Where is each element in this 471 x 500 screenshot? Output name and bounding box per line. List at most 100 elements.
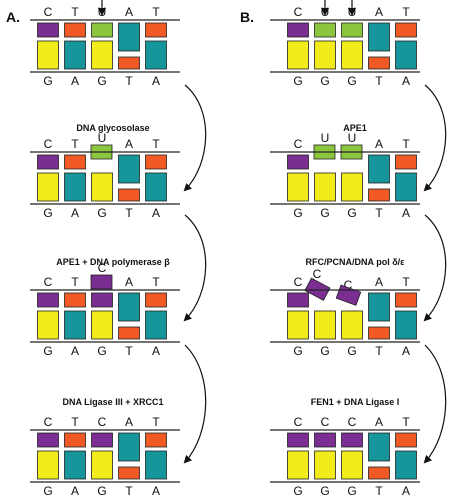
bottom-strand-base — [287, 450, 309, 480]
bottom-strand-base — [64, 40, 86, 70]
bottom-strand-base — [341, 310, 363, 340]
bottom-strand-letter: A — [152, 206, 160, 220]
removed-base-letter: U — [321, 131, 330, 145]
curved-arrow-icon — [183, 344, 207, 464]
top-strand-base — [287, 432, 309, 448]
top-strand-base — [287, 292, 309, 308]
bottom-strand-letter: G — [97, 206, 106, 220]
top-strand-letter: A — [375, 415, 383, 429]
top-strand-base — [91, 292, 113, 308]
bottom-strand-letter: G — [43, 206, 52, 220]
bottom-strand-letter: A — [71, 206, 79, 220]
top-strand-base — [118, 22, 140, 52]
bottom-strand-base — [145, 310, 167, 340]
step-label-b-2: RFC/PCNA/DNA pol δ/ε — [306, 257, 406, 267]
top-strand-base — [314, 22, 336, 38]
bottom-strand-base — [287, 310, 309, 340]
top-strand-letter: C — [44, 415, 53, 429]
bottom-strand-letter: G — [320, 344, 329, 358]
top-strand-base — [145, 22, 167, 38]
top-strand-letter: A — [375, 5, 383, 19]
bottom-strand-base — [341, 450, 363, 480]
bottom-strand-base — [91, 40, 113, 70]
top-strand-base — [287, 154, 309, 170]
top-strand-letter: T — [402, 137, 410, 151]
removed-base-letter: U — [98, 131, 107, 145]
bottom-strand-letter: G — [347, 74, 356, 88]
inserted-base-letter: C — [313, 267, 322, 281]
bottom-strand-letter: G — [43, 344, 52, 358]
inserted-base-letter: C — [344, 278, 353, 292]
top-strand-base — [64, 22, 86, 38]
top-strand-letter: T — [152, 415, 160, 429]
top-strand-letter: T — [402, 275, 410, 289]
step-label-a-3: DNA Ligase III + XRCC1 — [63, 397, 164, 407]
step-label-a-1: DNA glycosolase — [76, 123, 149, 133]
top-strand-letter: T — [402, 5, 410, 19]
bottom-strand-letter: G — [293, 74, 302, 88]
bottom-strand-base — [145, 450, 167, 480]
bottom-strand-base — [287, 40, 309, 70]
top-strand-base — [145, 292, 167, 308]
bottom-strand-base — [64, 172, 86, 202]
top-strand-base — [91, 22, 113, 38]
top-strand-letter: A — [375, 137, 383, 151]
top-strand-base — [118, 432, 140, 462]
top-strand-base — [368, 154, 390, 184]
panel-a-label: A. — [6, 9, 20, 25]
top-strand-letter: C — [44, 5, 53, 19]
bottom-strand-letter: T — [125, 206, 133, 220]
top-strand-base — [64, 432, 86, 448]
bottom-strand-base — [395, 310, 417, 340]
bottom-strand-letter: A — [402, 206, 410, 220]
step-label-a-2: APE1 + DNA polymerase β — [56, 257, 170, 267]
bottom-strand-base — [37, 450, 59, 480]
inserted-cytosine-block — [335, 284, 362, 306]
top-strand-letter: C — [294, 275, 303, 289]
bottom-strand-base — [64, 310, 86, 340]
top-strand-letter: C — [321, 415, 330, 429]
top-strand-base — [341, 432, 363, 448]
bottom-strand-base — [314, 40, 336, 70]
top-strand-letter: U — [348, 5, 357, 19]
bottom-strand-letter: A — [152, 344, 160, 358]
top-strand-base — [37, 22, 59, 38]
top-strand-base — [341, 22, 363, 38]
curved-arrow-icon — [423, 84, 447, 192]
bottom-strand-base — [145, 172, 167, 202]
inserted-cytosine-block — [304, 277, 331, 301]
top-strand-letter: T — [71, 415, 79, 429]
step-label-b-1: APE1 — [343, 123, 367, 133]
bottom-strand-base — [287, 172, 309, 202]
top-strand-base — [37, 432, 59, 448]
top-strand-letter: A — [125, 137, 133, 151]
bottom-strand-letter: G — [347, 206, 356, 220]
bottom-strand-letter: G — [97, 484, 106, 498]
top-strand-base — [145, 432, 167, 448]
top-strand-base — [368, 292, 390, 322]
bottom-strand-base — [395, 40, 417, 70]
top-strand-base — [395, 432, 417, 448]
bottom-strand-letter: G — [320, 484, 329, 498]
bottom-strand-base — [368, 326, 390, 340]
bottom-strand-letter: A — [71, 344, 79, 358]
bottom-strand-base — [314, 172, 336, 202]
bottom-strand-letter: G — [43, 74, 52, 88]
bottom-strand-letter: G — [347, 344, 356, 358]
bottom-strand-letter: G — [97, 344, 106, 358]
top-strand-letter: T — [71, 275, 79, 289]
top-strand-letter: C — [294, 5, 303, 19]
top-strand-base — [368, 22, 390, 52]
top-strand-base — [395, 22, 417, 38]
panel-b-label: B. — [240, 9, 254, 25]
bottom-strand-base — [395, 172, 417, 202]
bottom-strand-letter: A — [152, 74, 160, 88]
top-strand-base — [395, 292, 417, 308]
top-strand-base — [37, 154, 59, 170]
top-strand-base — [118, 154, 140, 184]
bottom-strand-base — [395, 450, 417, 480]
top-strand-letter: C — [44, 275, 53, 289]
top-strand-letter: C — [98, 415, 107, 429]
bottom-strand-base — [314, 310, 336, 340]
